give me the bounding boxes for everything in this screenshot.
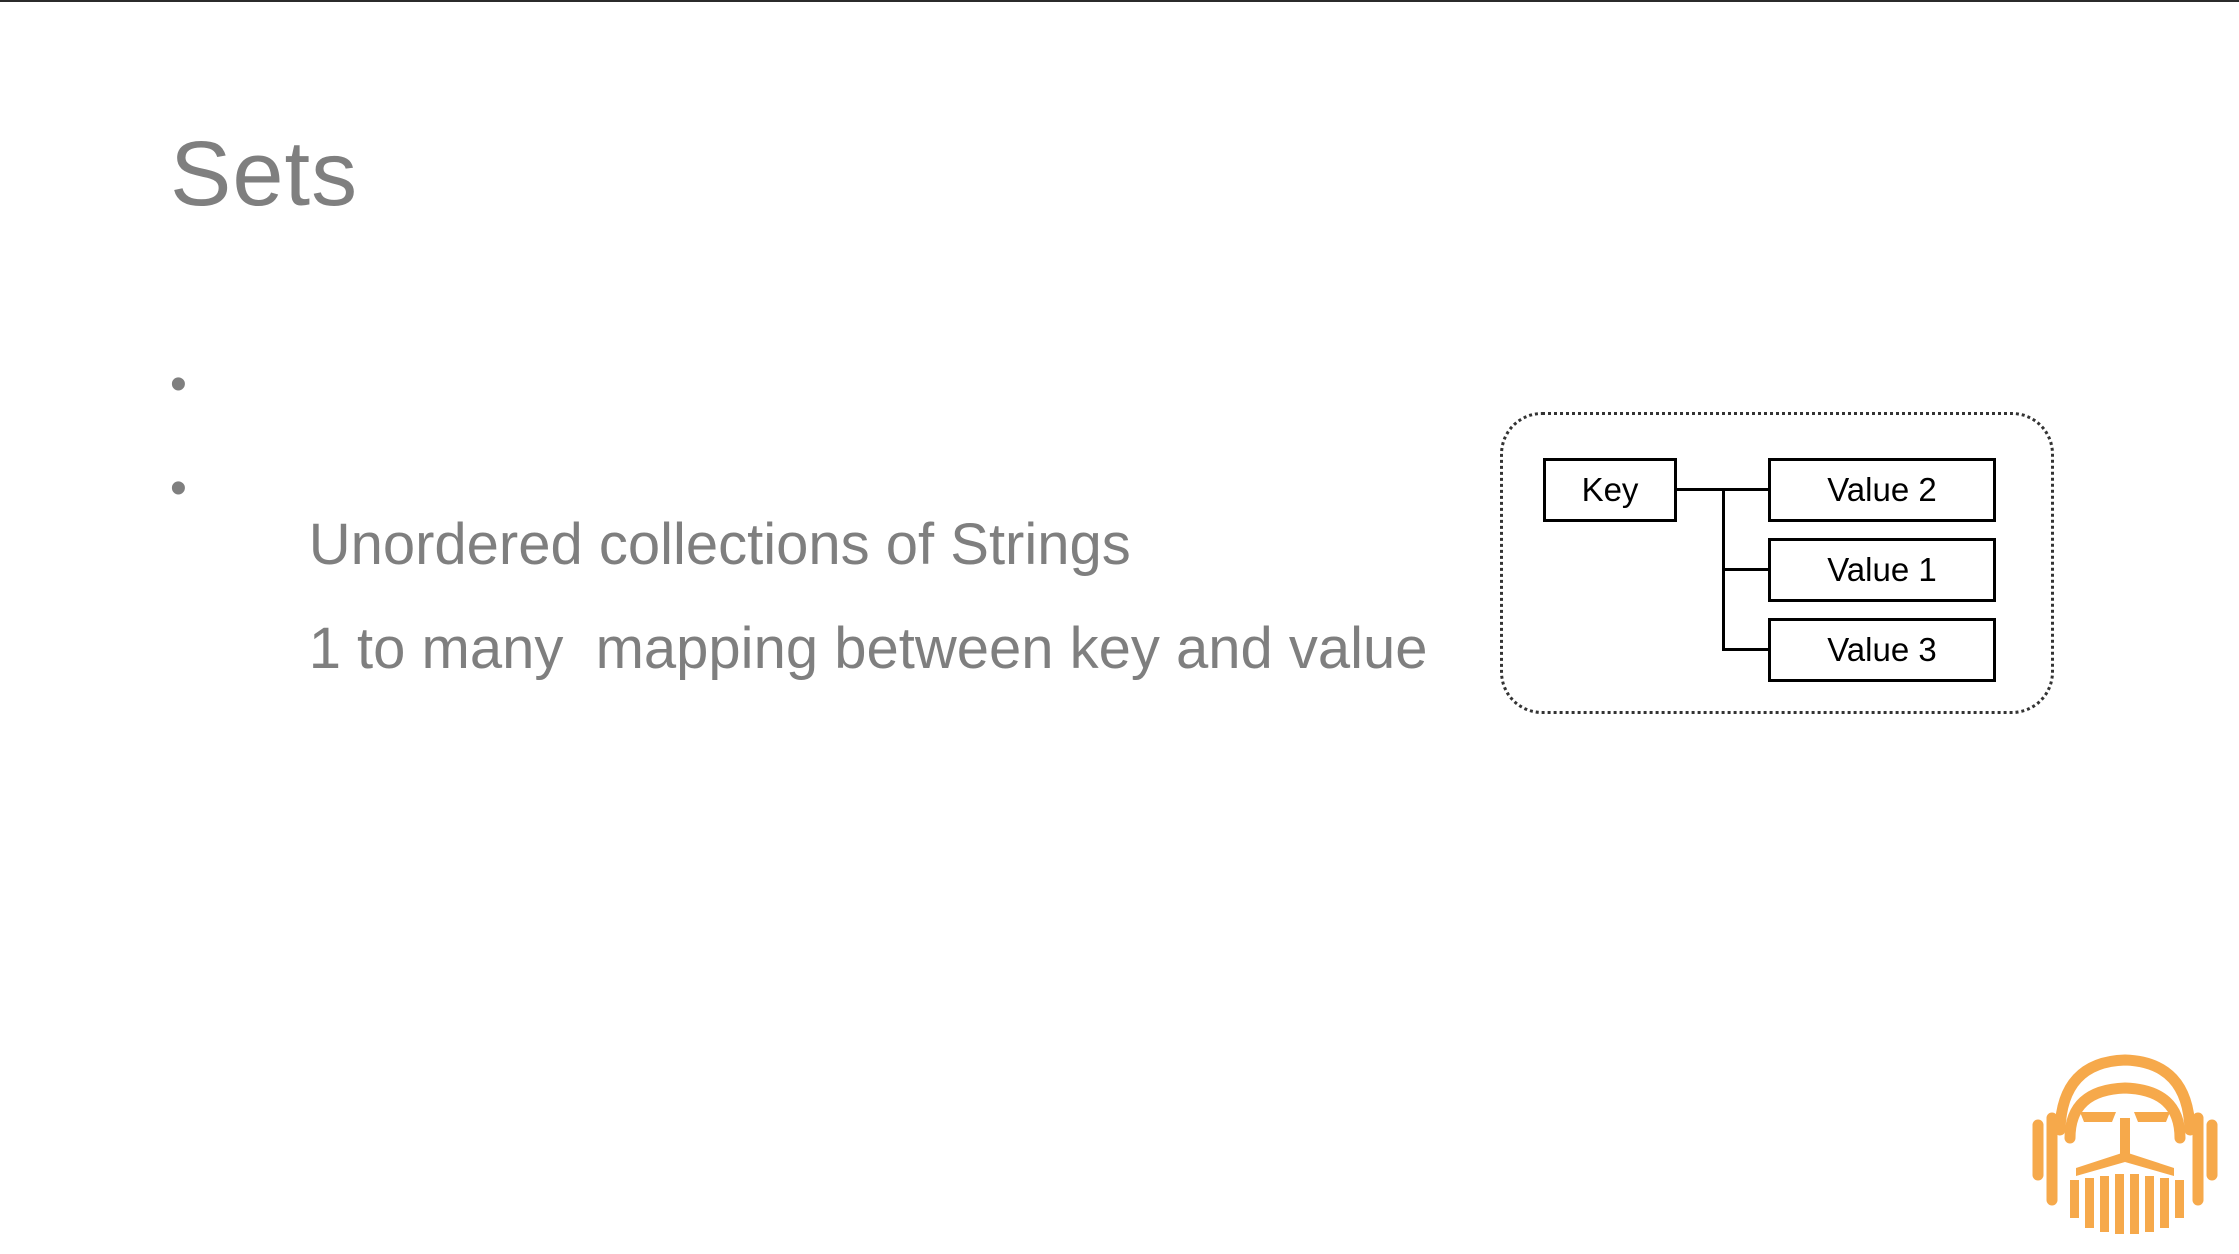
connector-value-1 (1722, 568, 1768, 571)
bearded-face-logo-icon (2030, 1050, 2220, 1240)
key-node: Key (1543, 458, 1677, 522)
value-node: Value 1 (1768, 538, 1996, 602)
diagram-frame (1500, 412, 2054, 714)
bullet-list: • Unordered collections of Strings • 1 t… (170, 345, 1428, 681)
connector-value-3 (1722, 648, 1768, 651)
value-node: Value 2 (1768, 458, 1996, 522)
bullet-marker: • (170, 462, 187, 515)
value-node: Value 3 (1768, 618, 1996, 682)
slide-title: Sets (170, 123, 359, 225)
bullet-text: 1 to many mapping between key and value (308, 616, 1428, 681)
bullet-text: Unordered collections of Strings (308, 512, 1131, 577)
bullet-marker: • (170, 358, 187, 411)
set-mapping-diagram: Key Value 2 Value 1 Value 3 (1500, 412, 2054, 714)
bullet-item: • 1 to many mapping between key and valu… (170, 449, 1428, 681)
top-divider (0, 0, 2239, 2)
bullet-item: • Unordered collections of Strings (170, 345, 1428, 577)
